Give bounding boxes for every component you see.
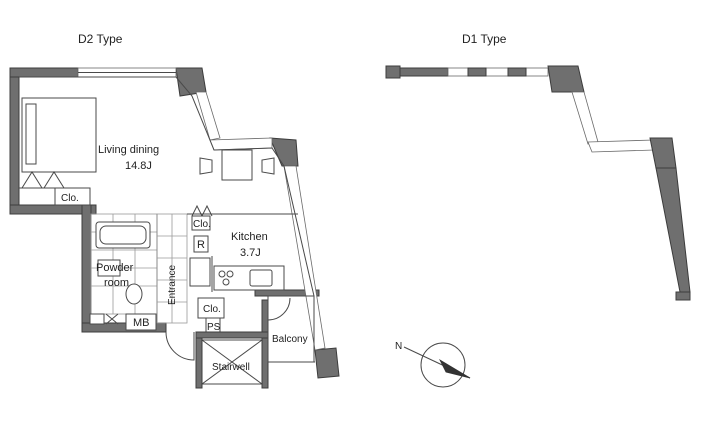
closet-doors-icon bbox=[21, 171, 65, 189]
d1-window-angled bbox=[571, 91, 599, 145]
kitchen-closet-doors-icon bbox=[191, 204, 213, 217]
bed-pillow bbox=[25, 103, 37, 165]
d2-kitchen: Clo. R Kitchen 3.7J bbox=[187, 204, 298, 292]
kitchen-area: 3.7J bbox=[240, 247, 261, 259]
vent-x-icon bbox=[105, 313, 119, 325]
d1-window-north bbox=[447, 67, 549, 77]
washbasin bbox=[97, 259, 121, 277]
kitchen-counter bbox=[213, 265, 285, 291]
stove-burner-icon bbox=[222, 278, 230, 286]
d1-window-east-upper bbox=[587, 139, 655, 153]
d2-stairwell: Stairwell bbox=[195, 299, 269, 389]
kitchen-closet bbox=[191, 215, 211, 231]
d1-corner-pier-north bbox=[547, 65, 585, 93]
refrigerator bbox=[193, 235, 209, 253]
kitchen-sink bbox=[249, 269, 273, 287]
table bbox=[221, 149, 253, 181]
d1-wall-south-end bbox=[675, 291, 691, 301]
d2-utility-area: Clo. PS MB bbox=[89, 297, 225, 333]
living-closet-label: Clo. bbox=[61, 193, 79, 204]
d1-wall-north bbox=[399, 67, 449, 77]
entry-shoe-cabinet bbox=[189, 257, 211, 287]
d2-window-angled bbox=[195, 91, 221, 141]
stove-burner-icon bbox=[218, 270, 226, 278]
stairwell-label: Stairwell bbox=[212, 362, 250, 373]
d2-north-wall bbox=[9, 67, 79, 78]
d2-entrance-hall: Entrance bbox=[156, 213, 188, 324]
ps-label: PS bbox=[207, 322, 221, 333]
d2-bathroom: Powder room bbox=[90, 213, 158, 323]
d2-lower-west-wall bbox=[9, 204, 97, 215]
d2-inner-west-wall bbox=[81, 204, 92, 332]
entrance-door-swing bbox=[165, 331, 195, 361]
d2-exterior-walls bbox=[9, 67, 340, 379]
d1-title: D1 Type bbox=[462, 32, 507, 46]
d2-living-outline bbox=[19, 76, 315, 297]
d1-wall-east bbox=[655, 167, 691, 293]
compass-north-label: N bbox=[395, 341, 402, 352]
powder-room-label-1: Powder bbox=[96, 262, 134, 274]
d2-living-closet: Clo. bbox=[19, 171, 91, 206]
d2-corner-pier-south bbox=[314, 347, 340, 379]
stove-burner-icon bbox=[226, 270, 234, 278]
d2-south-wall bbox=[81, 322, 167, 333]
balcony-door-swing bbox=[267, 297, 291, 321]
d1-corner-pier-east bbox=[649, 137, 677, 169]
d2-west-wall bbox=[9, 67, 20, 215]
bathtub bbox=[95, 221, 151, 249]
d1-wall-west-end bbox=[385, 65, 401, 79]
mb-box bbox=[125, 313, 157, 331]
kitchen-closet-label: Clo. bbox=[193, 219, 211, 230]
toilet-icon bbox=[125, 283, 143, 305]
kitchen-label: Kitchen bbox=[231, 231, 268, 243]
living-dining-label: Living dining bbox=[98, 144, 159, 156]
d2-floor-plan: D2 Type bbox=[9, 32, 340, 389]
compass: N bbox=[395, 341, 471, 388]
compass-needle-icon bbox=[439, 358, 471, 379]
refrigerator-label: R bbox=[197, 239, 205, 251]
d1-floor-plan: D1 Type bbox=[385, 32, 691, 301]
living-dining-area: 14.8J bbox=[125, 160, 152, 172]
lower-closet-label: Clo. bbox=[203, 304, 221, 315]
d2-bed bbox=[21, 97, 97, 173]
d2-balcony: Balcony bbox=[267, 295, 315, 363]
balcony-label: Balcony bbox=[272, 334, 308, 345]
mb-label: MB bbox=[133, 317, 150, 329]
powder-room-label-2: room bbox=[104, 277, 129, 289]
entrance-label: Entrance bbox=[167, 265, 178, 305]
d2-dining-table bbox=[199, 149, 275, 181]
d2-title: D2 Type bbox=[78, 32, 123, 46]
chairs-icon bbox=[199, 157, 275, 175]
